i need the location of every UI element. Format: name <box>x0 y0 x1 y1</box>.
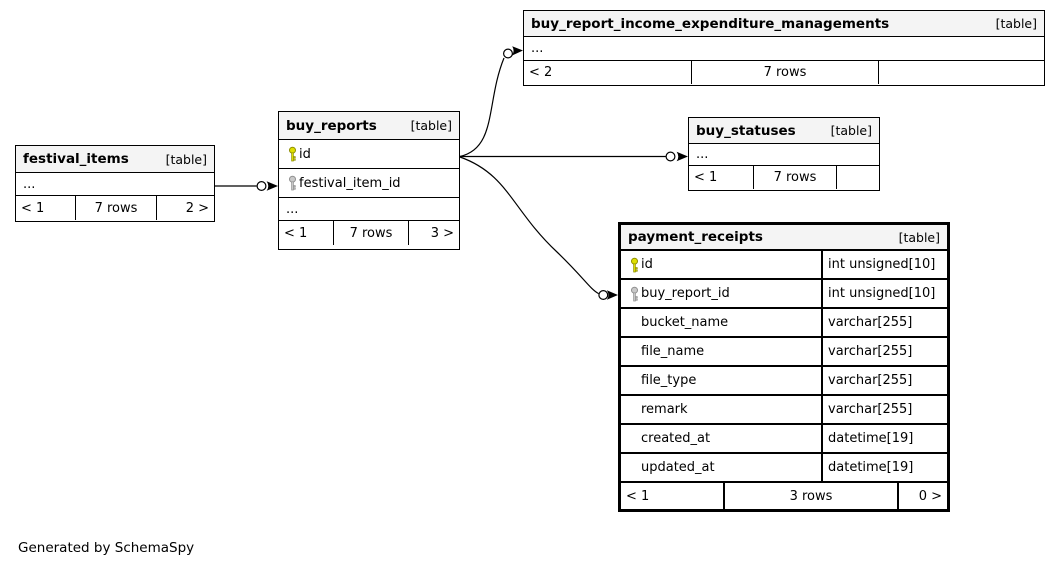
column-type: int unsigned[10] <box>821 251 947 278</box>
fk-arrow-icon <box>266 181 278 191</box>
table-footer: < 2 7 rows <box>524 61 1044 84</box>
table-tag: [table] <box>898 229 940 245</box>
footer-rowcount: 7 rows <box>333 221 408 245</box>
column-name: file_name <box>641 344 705 359</box>
column-name: id <box>641 257 653 272</box>
fk-arrow-icon <box>606 290 618 300</box>
columns-ellipsis: ... <box>689 144 879 166</box>
table-node-payment-receipts[interactable]: payment_receipts [table] id int unsigned… <box>618 222 950 512</box>
column-type: varchar[255] <box>821 309 947 336</box>
foreign-key-icon <box>621 286 641 302</box>
fk-arrow-icon <box>511 46 523 56</box>
footer-children: 3 > <box>408 221 459 245</box>
column-name: buy_report_id <box>641 286 730 301</box>
connector-buy-reports-birem <box>459 57 505 158</box>
zero-or-one-circle <box>598 290 609 301</box>
footer-parents: < 1 <box>626 488 650 504</box>
table-title: buy_reports <box>286 117 377 134</box>
column-type: varchar[255] <box>821 367 947 394</box>
table-header[interactable]: buy_statuses [table] <box>689 118 879 144</box>
footer-children: 2 > <box>156 196 214 220</box>
columns-ellipsis: ... <box>279 198 459 221</box>
table-node-buy-reports[interactable]: buy_reports [table] id festival_item_id … <box>278 111 460 250</box>
footer-rowcount: 7 rows <box>75 196 156 220</box>
column-row[interactable]: file_type varchar[255] <box>621 367 947 396</box>
table-title: buy_report_income_expenditure_management… <box>531 15 890 32</box>
column-type: varchar[255] <box>821 338 947 365</box>
table-footer: < 1 7 rows <box>689 166 879 189</box>
primary-key-icon <box>279 146 299 162</box>
table-tag: [table] <box>995 16 1037 31</box>
table-header[interactable]: payment_receipts [table] <box>621 225 947 251</box>
column-name: remark <box>641 402 688 417</box>
zero-or-one-circle <box>503 48 514 59</box>
foreign-key-icon <box>279 175 299 191</box>
table-node-festival-items[interactable]: festival_items [table] ... < 1 7 rows 2 … <box>15 145 215 222</box>
table-tag: [table] <box>410 118 452 133</box>
footer-parents: < 1 <box>21 200 45 216</box>
column-row[interactable]: buy_report_id int unsigned[10] <box>621 280 947 309</box>
primary-key-icon <box>621 257 641 273</box>
table-header[interactable]: buy_reports [table] <box>279 112 459 140</box>
column-type: datetime[19] <box>821 425 947 452</box>
footer-rowcount: 7 rows <box>691 61 878 84</box>
column-name: created_at <box>641 431 711 446</box>
table-footer: < 1 3 rows 0 > <box>621 483 947 509</box>
column-row[interactable]: file_name varchar[255] <box>621 338 947 367</box>
table-tag: [table] <box>165 151 207 167</box>
table-footer: < 1 7 rows 3 > <box>279 221 459 245</box>
table-header[interactable]: festival_items [table] <box>16 146 214 173</box>
column-type: datetime[19] <box>821 454 947 481</box>
footer-parents: < 2 <box>529 65 553 80</box>
table-tag: [table] <box>830 123 872 138</box>
columns-ellipsis: ... <box>16 173 214 196</box>
column-row[interactable]: created_at datetime[19] <box>621 425 947 454</box>
table-node-buy-report-income-expenditure-managements[interactable]: buy_report_income_expenditure_management… <box>523 10 1045 86</box>
table-footer: < 1 7 rows 2 > <box>16 196 214 220</box>
column-row[interactable]: festival_item_id <box>279 169 459 198</box>
column-row[interactable]: bucket_name varchar[255] <box>621 309 947 338</box>
column-name: updated_at <box>641 460 715 475</box>
zero-or-one-circle <box>256 181 267 192</box>
column-name: bucket_name <box>641 315 729 330</box>
column-name: id <box>299 146 311 162</box>
column-type: int unsigned[10] <box>821 280 947 307</box>
fk-arrow-icon <box>676 151 688 162</box>
table-node-buy-statuses[interactable]: buy_statuses [table] ... < 1 7 rows <box>688 117 880 191</box>
generator-note: Generated by SchemaSpy <box>18 540 195 556</box>
footer-children: 0 > <box>897 483 947 509</box>
footer-children <box>878 61 1044 84</box>
table-title: festival_items <box>23 151 129 167</box>
table-title: payment_receipts <box>628 229 763 245</box>
footer-rowcount: 7 rows <box>753 166 836 189</box>
column-row[interactable]: updated_at datetime[19] <box>621 454 947 483</box>
table-header[interactable]: buy_report_income_expenditure_management… <box>524 11 1044 37</box>
zero-or-one-circle <box>665 151 676 162</box>
column-row[interactable]: id int unsigned[10] <box>621 251 947 280</box>
footer-parents: < 1 <box>284 225 308 241</box>
connector-buy-reports-payment-receipts <box>459 156 599 295</box>
footer-parents: < 1 <box>694 170 718 185</box>
column-name: file_type <box>641 373 697 388</box>
table-title: buy_statuses <box>696 122 796 139</box>
column-row[interactable]: remark varchar[255] <box>621 396 947 425</box>
footer-children <box>836 166 879 189</box>
footer-rowcount: 3 rows <box>723 483 897 509</box>
columns-ellipsis: ... <box>524 37 1044 61</box>
column-row[interactable]: id <box>279 140 459 169</box>
column-type: varchar[255] <box>821 396 947 423</box>
column-name: festival_item_id <box>299 175 401 191</box>
